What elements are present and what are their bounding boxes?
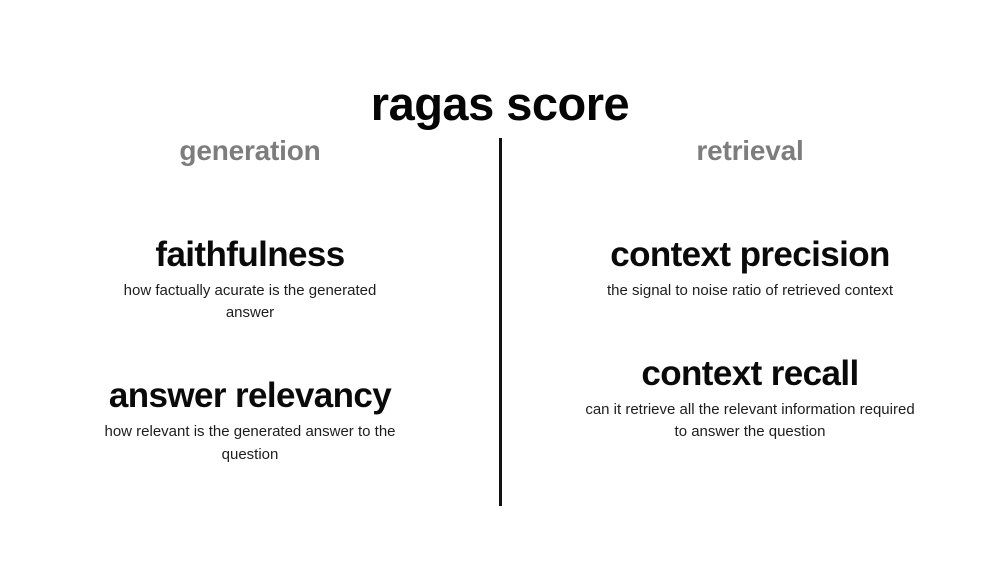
column-retrieval: retrieval context precision the signal t… [500,128,1000,528]
metric-item: context precision the signal to noise ra… [500,235,1000,302]
metric-list-retrieval: context precision the signal to noise ra… [500,168,1000,444]
column-header-retrieval: retrieval [696,135,804,166]
metric-name-context-precision: context precision [610,234,890,274]
metric-name-answer-relevancy: answer relevancy [108,376,392,416]
metric-item: context recall can it retrieve all the r… [500,354,1000,444]
metric-name-context-recall: context recall [641,353,859,393]
column-header-generation: generation [179,135,321,166]
column-divider [499,138,502,506]
metric-list-generation: faithfulness how factually acurate is th… [0,168,500,466]
metric-columns: generation faithfulness how factually ac… [0,128,1000,528]
column-generation: generation faithfulness how factually ac… [0,128,500,528]
page-title: ragas score [370,77,630,131]
metric-item: faithfulness how factually acurate is th… [0,235,500,325]
metric-description-answer-relevancy: how relevant is the generated answer to … [104,423,396,463]
metric-name-faithfulness: faithfulness [155,234,345,274]
metric-description-context-recall: can it retrieve all the relevant informa… [585,401,915,441]
metric-item: answer relevancy how relevant is the gen… [0,376,500,466]
metric-description-faithfulness: how factually acurate is the generated a… [123,281,377,321]
metric-description-context-precision: the signal to noise ratio of retrieved c… [607,281,893,299]
